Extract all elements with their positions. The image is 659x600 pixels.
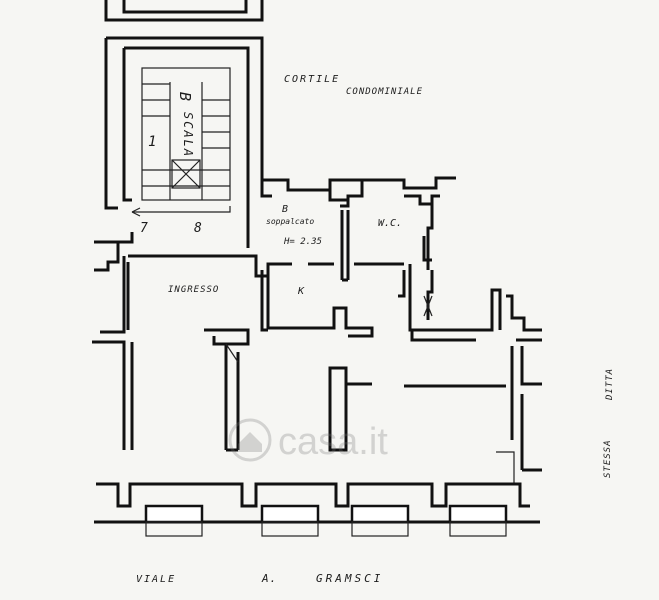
wc-label: W.C. [378, 218, 402, 229]
facade [94, 482, 540, 537]
ingresso-kitchen [92, 232, 542, 450]
soppalcato-letter-label: B [282, 204, 288, 215]
cortile-label: CORTILE [284, 74, 340, 85]
scala-label: SCALA [181, 112, 195, 158]
viale-label: VIALE [136, 574, 176, 585]
gramsci-label: GRAMSCI [316, 572, 383, 585]
step-7-label: 7 [140, 221, 148, 236]
height-label: H= 2.35 [283, 237, 322, 247]
step-8-label: 8 [194, 221, 202, 236]
watermark: casa.it [228, 418, 388, 463]
condominiale-label: CONDOMINIALE [346, 87, 423, 97]
stessa-label: STESSA [603, 439, 613, 478]
scala-letter-label: B [176, 92, 194, 101]
soppalcato-block [260, 176, 456, 320]
watermark-text: casa.it [278, 421, 388, 463]
main-hall [224, 330, 542, 485]
ditta-label: DITTA [605, 368, 615, 401]
stairwell [104, 36, 264, 248]
ingresso-label: INGRESSO [168, 285, 219, 295]
k-label: K [297, 286, 305, 297]
initial-label: A. [261, 572, 277, 585]
soppalcato-label: soppalcato [266, 217, 314, 226]
stair-number-label: 1 [148, 134, 156, 150]
top-frame [104, 0, 264, 22]
